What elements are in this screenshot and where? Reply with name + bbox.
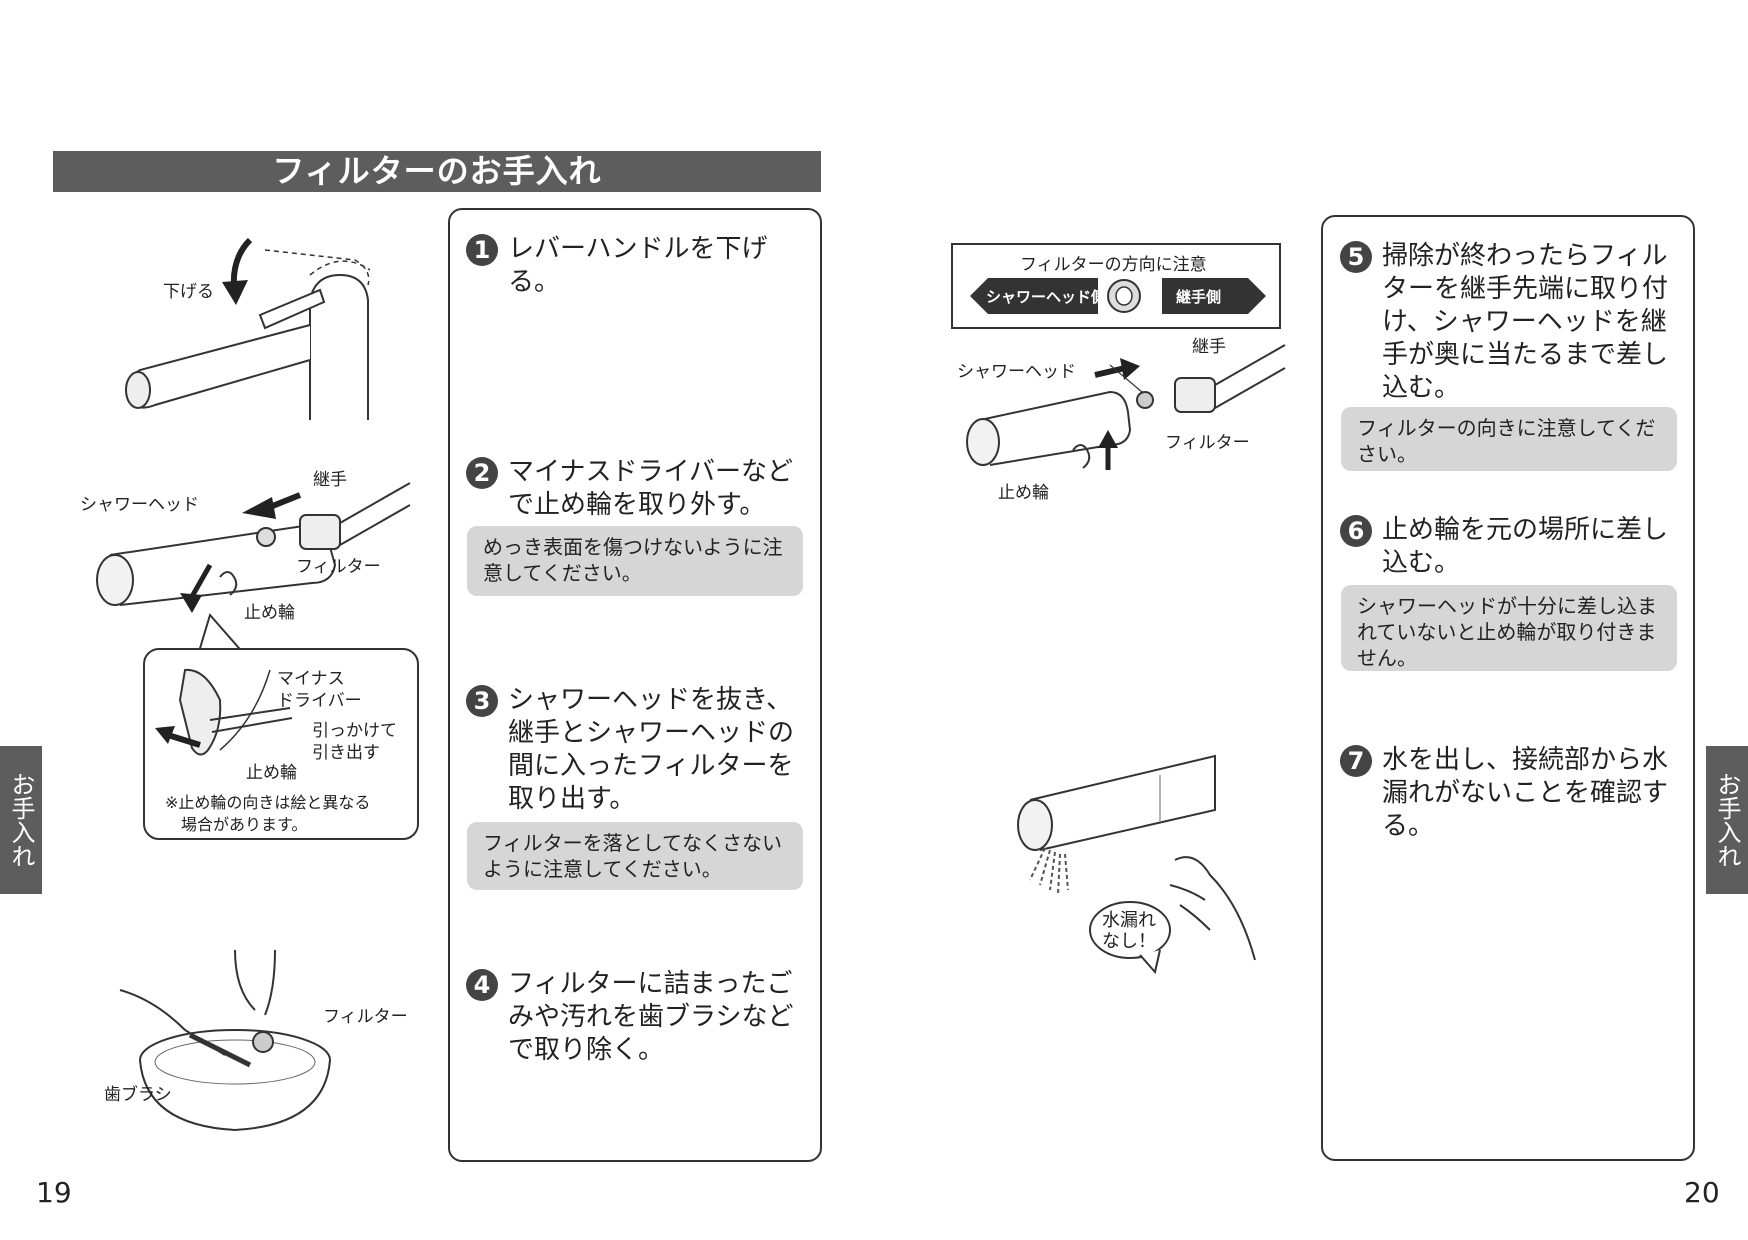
label-ring-detail: 止め輪	[246, 763, 297, 783]
reassembly-illustration	[966, 344, 1286, 470]
water-check-illustration	[1017, 754, 1256, 975]
label-toothbrush: 歯ブラシ	[104, 1085, 172, 1105]
step-number: 6	[1340, 515, 1372, 547]
step-number: 2	[466, 457, 498, 489]
step-text: マイナスドライバーなどで止め輪を取り外す。	[508, 457, 793, 520]
step-1: 1 レバーハンドルを下げる。	[466, 233, 816, 299]
filter-icon	[1107, 279, 1141, 313]
step-7: 7 水を出し、接続部から水漏れがないことを確認する。	[1340, 744, 1682, 843]
driver-detail-illustration	[155, 668, 293, 756]
step-text: 止め輪を元の場所に差し込む。	[1382, 515, 1669, 578]
step-number: 1	[466, 234, 498, 266]
left-steps-panel	[448, 208, 822, 1162]
orientation-title: フィルターの方向に注意	[1020, 255, 1207, 275]
label-pull-out: 引っかけて 引き出す	[312, 721, 397, 763]
faucet-lever-illustration	[125, 237, 371, 420]
label-joint-right: 継手	[1192, 337, 1226, 357]
right-side-tab: お手入れ	[1706, 746, 1748, 894]
label-filter-wash: フィルター	[323, 1007, 408, 1027]
label-filter: フィルター	[296, 557, 381, 577]
orientation-left-arrow	[970, 278, 1098, 314]
label-retaining-ring: 止め輪	[244, 603, 295, 623]
label-filter-right: フィルター	[1165, 433, 1250, 453]
label-retaining-ring-right: 止め輪	[998, 483, 1049, 503]
orientation-right-arrow	[1162, 278, 1266, 314]
callout-note: ※止め輪の向きは絵と異なる 場合があります。	[165, 793, 371, 834]
left-page-number: 19	[36, 1176, 72, 1209]
step-2: 2 マイナスドライバーなどで止め輪を取り外す。	[466, 456, 806, 522]
step-text: 掃除が終わったらフィルターを継手先端に取り付け、シャワーヘッドを継手が奥に当たる…	[1382, 241, 1669, 403]
step-5: 5 掃除が終わったらフィルターを継手先端に取り付け、シャワーヘッドを継手が奥に当…	[1340, 240, 1682, 405]
step-text: シャワーヘッドを抜き、継手とシャワーヘッドの間に入ったフィルターを取り出す。	[508, 685, 795, 814]
step-3: 3 シャワーヘッドを抜き、継手とシャワーヘッドの間に入ったフィルターを取り出す。	[466, 684, 806, 816]
label-joint: 継手	[313, 470, 347, 490]
orientation-right-label: 継手側	[1176, 288, 1222, 306]
step-text: 水を出し、接続部から水漏れがないことを確認する。	[1382, 745, 1669, 841]
step-number: 7	[1340, 745, 1372, 777]
speech-bubble-no-leak: 水漏れ なし！	[1102, 910, 1156, 952]
label-minus-driver: マイナス ドライバー	[277, 669, 362, 711]
step-number: 3	[466, 685, 498, 717]
label-shower-head-right: シャワーヘッド	[957, 362, 1076, 382]
step-6-note: シャワーヘッドが十分に差し込まれていないと止め輪が取り付きません。	[1341, 585, 1677, 671]
step-2-note: めっき表面を傷つけないように注意してください。	[467, 526, 803, 596]
right-page-number: 20	[1684, 1176, 1720, 1209]
label-lower: 下げる	[163, 282, 214, 302]
callout-pointer	[197, 612, 246, 656]
step-5-note: フィルターの向きに注意してください。	[1341, 407, 1677, 471]
washing-filter-illustration	[119, 949, 331, 1132]
page-title: フィルターのお手入れ	[53, 151, 821, 192]
step-4: 4 フィルターに詰まったごみや汚れを歯ブラシなどで取り除く。	[466, 968, 806, 1067]
orientation-left-label: シャワーヘッド側	[986, 288, 1107, 306]
step-number: 4	[466, 969, 498, 1001]
step-text: フィルターに詰まったごみや汚れを歯ブラシなどで取り除く。	[508, 969, 794, 1065]
step-number: 5	[1340, 241, 1372, 273]
showerhead-removal-illustration	[96, 482, 411, 613]
step-3-note: フィルターを落としてなくさないように注意してください。	[467, 822, 803, 890]
left-side-tab: お手入れ	[0, 746, 42, 894]
label-shower-head: シャワーヘッド	[80, 495, 199, 515]
step-6: 6 止め輪を元の場所に差し込む。	[1340, 514, 1682, 580]
right-steps-panel	[1321, 215, 1695, 1161]
step-text: レバーハンドルを下げる。	[508, 234, 768, 297]
